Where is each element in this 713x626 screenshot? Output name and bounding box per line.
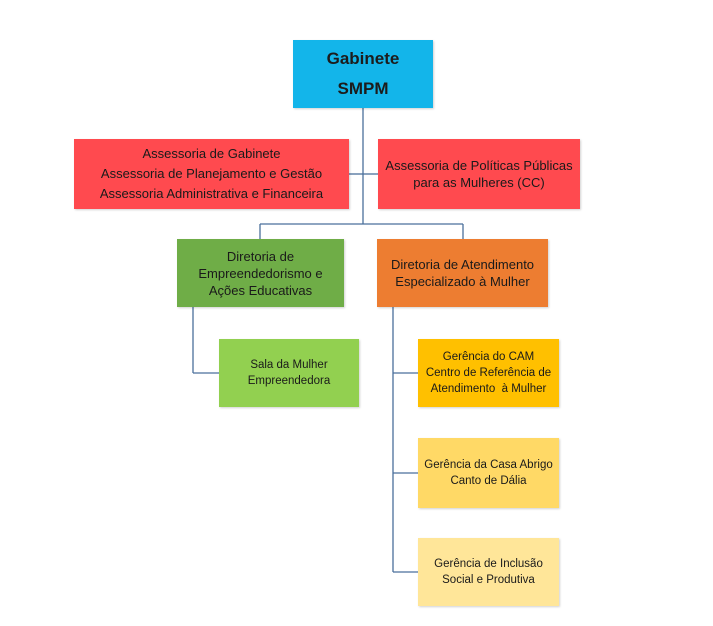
- casa-line-1: Gerência da Casa Abrigo: [424, 459, 553, 471]
- gabinete-smpm-box: Gabinete SMPM: [293, 40, 433, 108]
- inclusao-line-2: Social e Produtiva: [442, 574, 535, 586]
- inclusao-line-1: Gerência de Inclusão: [434, 558, 543, 570]
- directorate-left-line-2: Empreendedorismo e: [198, 265, 323, 281]
- directorate-left-line-3: Ações Educativas: [208, 282, 313, 298]
- root-title-line-1: Gabinete: [326, 49, 400, 68]
- gerencia-casa-abrigo-box: Gerência da Casa Abrigo Canto de Dália: [418, 438, 559, 508]
- directorate-left-line-1: Diretoria de: [226, 248, 295, 264]
- directorate-atendimento-box: Diretoria de Atendimento Especializado à…: [377, 239, 548, 307]
- advisory-group-box: Assessoria de Gabinete Assessoria de Pla…: [74, 139, 349, 209]
- advisory-gabinete-label: Assessoria de Gabinete: [142, 146, 281, 161]
- sala-line-2: Empreendedora: [247, 375, 331, 387]
- cam-line-1: Gerência do CAM: [442, 351, 535, 363]
- advisory-politicas-line-2: para as Mulheres (CC): [413, 175, 545, 190]
- cam-line-3: Atendimento à Mulher: [430, 383, 547, 395]
- sala-mulher-empreendedora-box: Sala da Mulher Empreendedora: [219, 339, 359, 407]
- advisory-politicas-line-1: Assessoria de Políticas Públicas: [385, 158, 573, 173]
- advisory-politicas-box: Assessoria de Políticas Públicas para as…: [378, 139, 580, 209]
- gerencia-cam-box: Gerência do CAM Centro de Referência de …: [418, 339, 559, 407]
- casa-line-2: Canto de Dália: [450, 475, 527, 487]
- advisory-administrativa-label: Assessoria Administrativa e Financeira: [99, 186, 324, 201]
- gerencia-inclusao-box: Gerência de Inclusão Social e Produtiva: [418, 538, 559, 606]
- cam-line-2: Centro de Referência de: [425, 367, 552, 379]
- root-title-line-2: SMPM: [337, 79, 389, 98]
- directorate-right-line-1: Diretoria de Atendimento: [390, 257, 535, 272]
- sala-line-1: Sala da Mulher: [250, 359, 328, 371]
- advisory-planejamento-label: Assessoria de Planejamento e Gestão: [100, 166, 323, 181]
- directorate-empreendedorismo-box: Diretoria de Empreendedorismo e Ações Ed…: [177, 239, 344, 307]
- directorate-right-line-2: Especializado à Mulher: [395, 274, 530, 289]
